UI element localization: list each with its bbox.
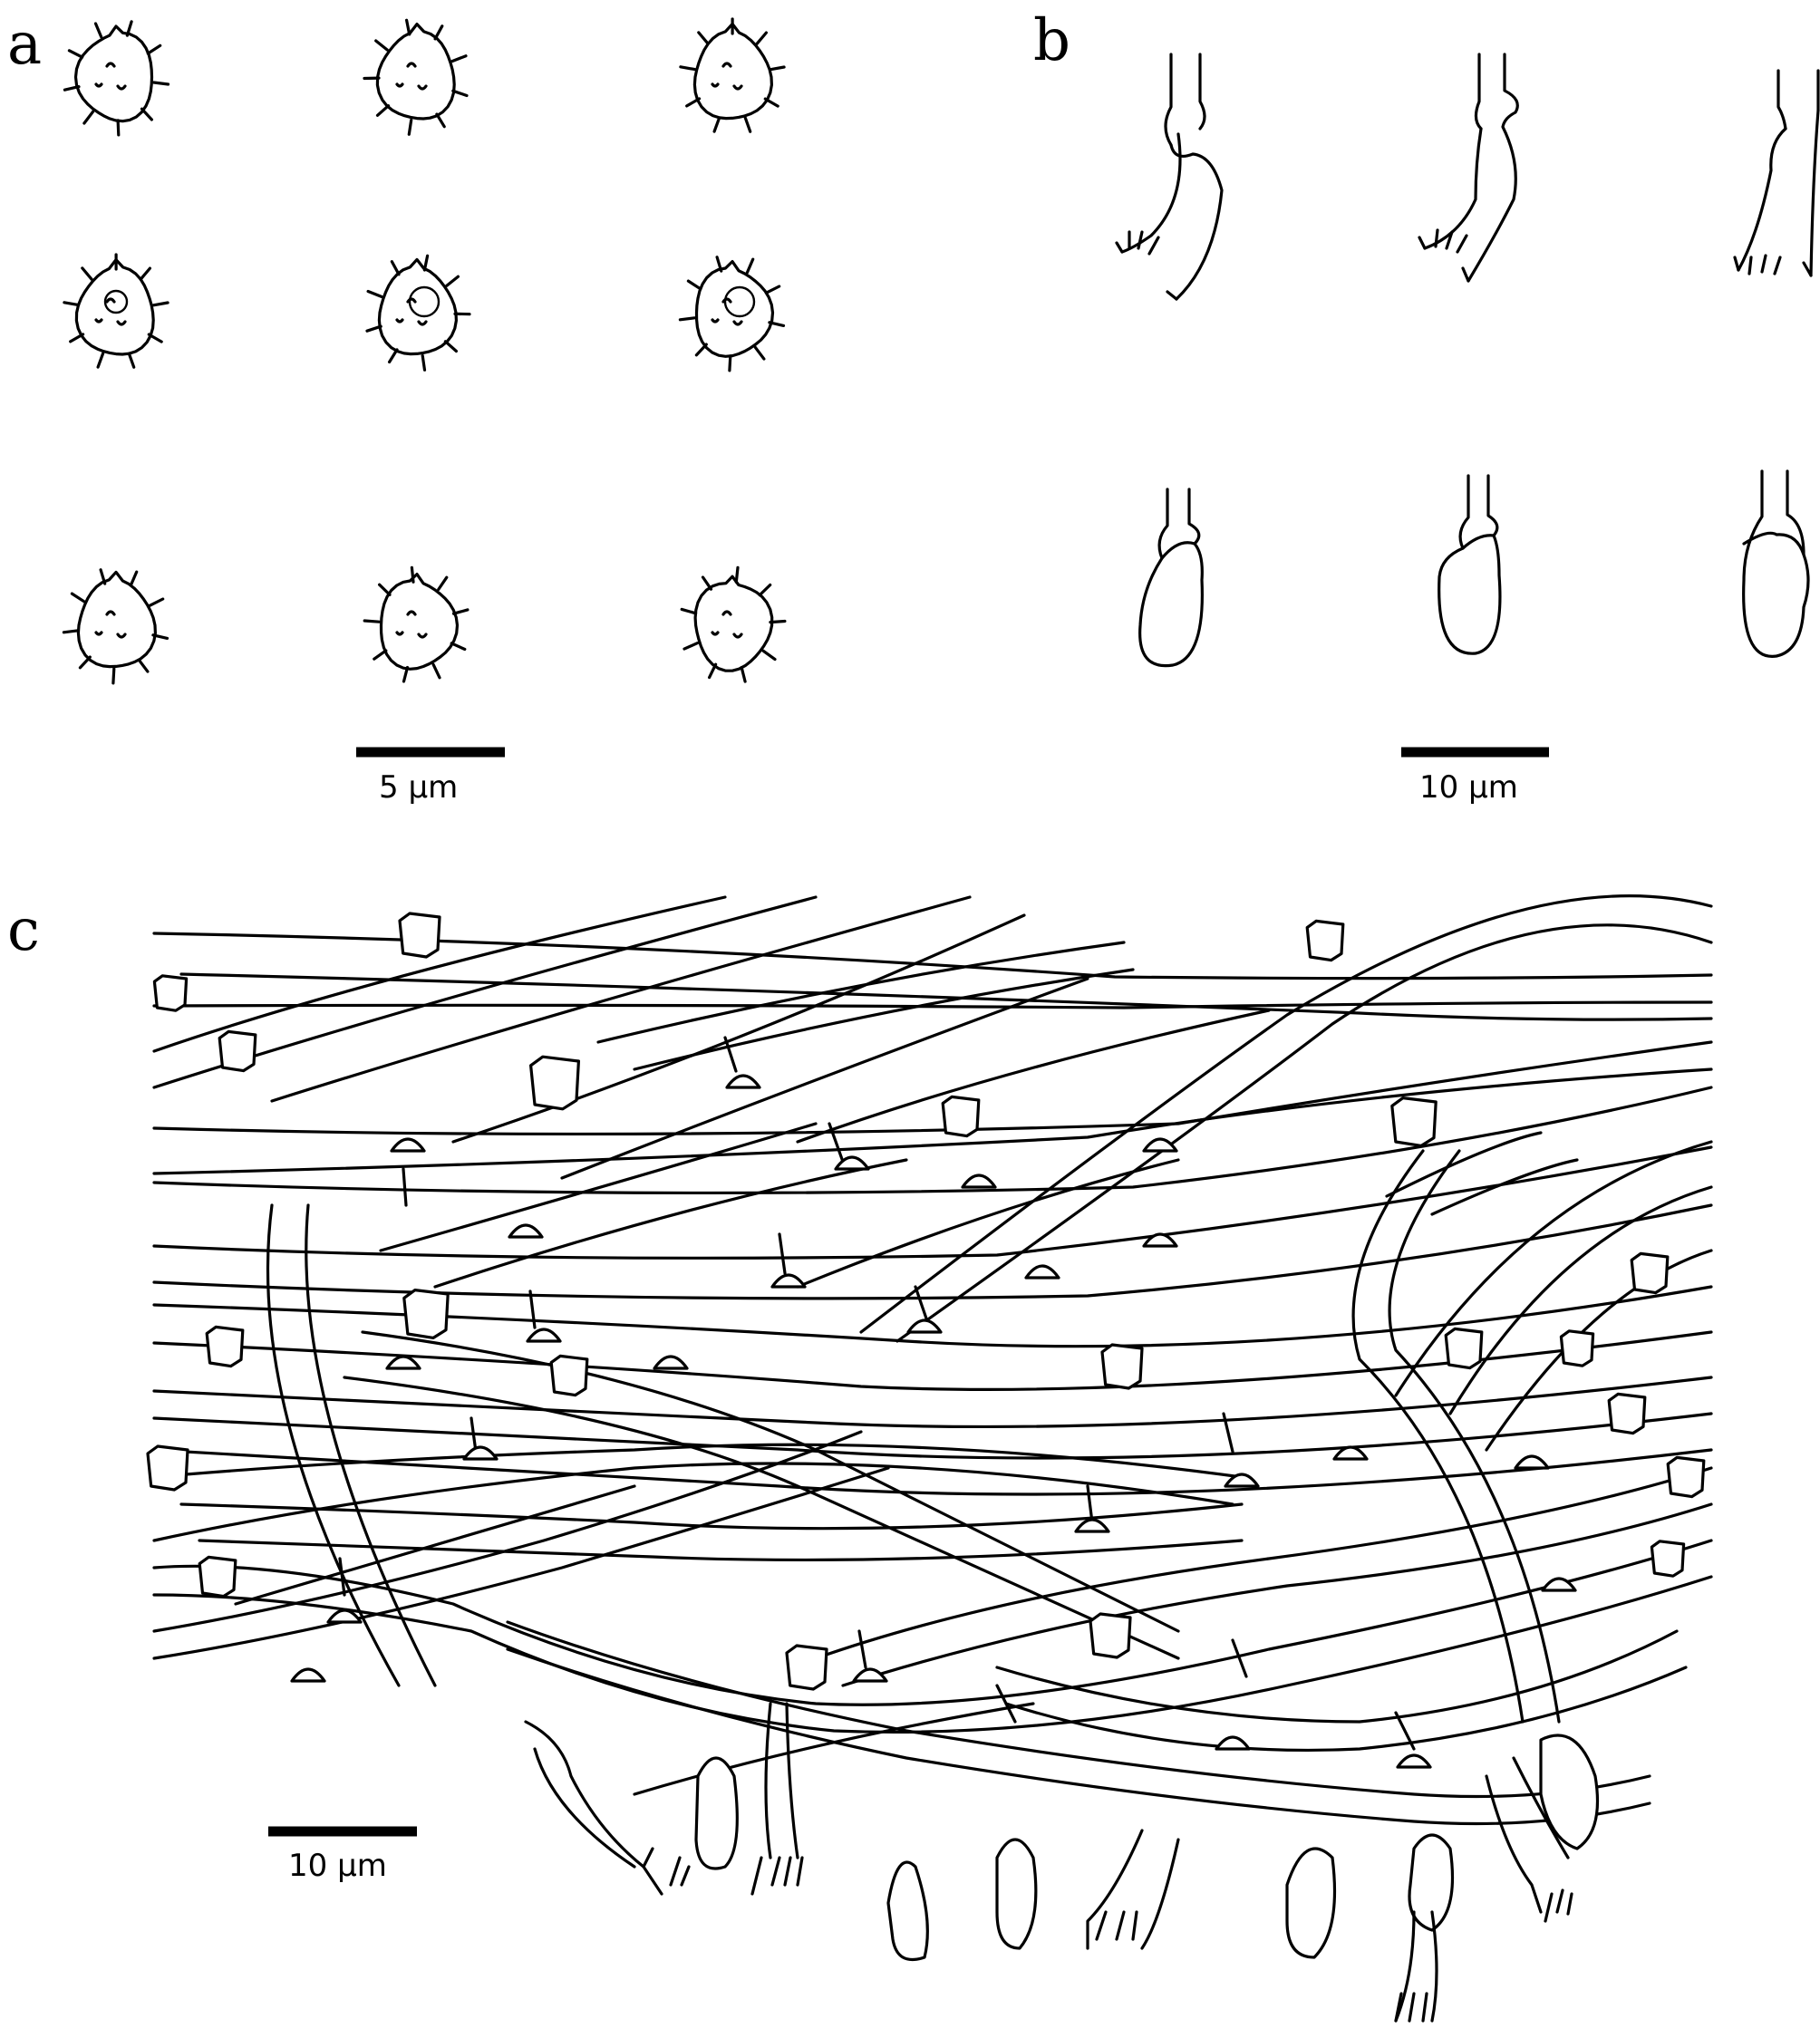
spore [63,20,170,137]
basidium-mature [1733,69,1820,277]
crystal [1650,1540,1686,1578]
spore-grid [62,17,787,685]
spore [63,253,169,369]
clamp-bulge [1224,1473,1260,1488]
crystal [152,974,189,1012]
basidiole [1138,488,1204,668]
crystal [1559,1329,1595,1367]
clamp-bulge [526,1328,562,1343]
crystal [1444,1327,1484,1370]
clamp-bulge [770,1273,807,1289]
spore [678,256,786,372]
clamp-bulge [1541,1577,1577,1592]
panel-a-scale-label: 5 μm [379,769,458,806]
crystal [205,1325,245,1368]
clamp-bulge [1024,1264,1060,1280]
clamp-bulge [290,1667,326,1683]
panel-a-letter: a [7,11,42,78]
hymenium-elements [524,1702,1600,2023]
basidium-mature [1418,53,1519,283]
crystal [529,1055,580,1111]
crystal [785,1644,828,1691]
crystal [1666,1455,1706,1499]
septa [338,1036,1416,1751]
spore [680,565,787,683]
basidium-mature [1115,53,1224,301]
clamp-bulge [1396,1753,1432,1769]
clamp-bulge [725,1074,761,1089]
clamp-bulge [1074,1518,1110,1533]
clamp-bulge [961,1174,997,1189]
crystal [1390,1096,1438,1147]
clamp-bulge [653,1355,689,1370]
crystal [218,1029,257,1073]
clamp-bulge [385,1355,421,1370]
clamp-bulge [1514,1454,1550,1470]
clamp-bulge [1142,1232,1178,1248]
clamp-bulge [1332,1445,1369,1461]
crystal [1100,1343,1144,1390]
spore [679,17,786,133]
crystal [402,1289,450,1339]
clamp-bulge [1142,1137,1178,1153]
clamp-connections [290,1074,1577,1769]
crystal [1089,1612,1132,1659]
panel-c-scale-label: 10 μm [288,1848,387,1884]
panel-b-scale-label: 10 μm [1419,769,1518,806]
basidiole [1438,474,1502,655]
hyphae-lower [152,1466,1713,1826]
hypha-curving-right [1351,1131,1713,1724]
hyphae-diagonal [152,895,1271,1660]
spore [365,254,471,372]
crystal [941,1095,981,1138]
clamp-bulge [390,1137,426,1153]
clamp-bulge [508,1223,544,1239]
spore [363,18,469,136]
clamp-bulge [462,1445,499,1461]
crystal [1630,1251,1670,1295]
panel-c-letter: c [7,897,40,964]
clamp-bulge [834,1155,870,1171]
crystal [549,1354,589,1397]
basidiole [1742,469,1810,658]
panel-b-letter: b [1033,7,1070,74]
spore [62,568,169,685]
clamp-bulge [326,1608,363,1624]
crystal [146,1444,189,1492]
panel-a: a 5 μm [7,11,787,806]
crystal [198,1555,237,1599]
clamp-bulge [1215,1735,1251,1751]
crystal [398,912,441,959]
crystals [146,912,1706,1691]
crystal [1607,1392,1647,1435]
crystal [1305,919,1345,962]
panel-b: b [1033,7,1820,806]
clamp-bulge [906,1318,943,1334]
clamp-bulge [852,1667,888,1683]
panel-c: c [7,894,1713,2023]
spore [363,565,470,683]
